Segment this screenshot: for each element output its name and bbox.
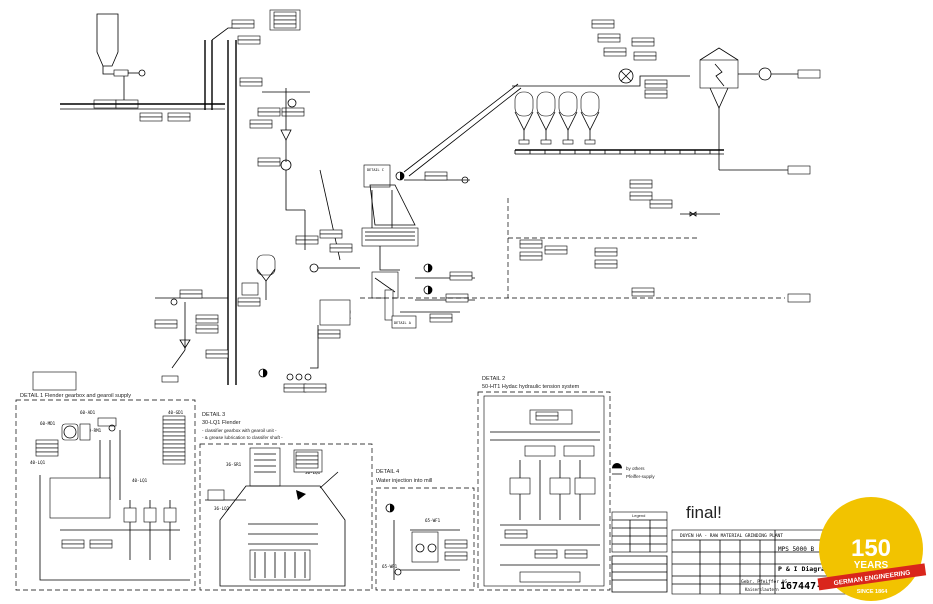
detail-3-line3: - classifier gearbox with gearoil unit -: [202, 428, 277, 433]
detail-2: DETAIL 2 50-HT1 Hydac hydraulic tension …: [477, 376, 611, 591]
tag-36-lq2: 36-LQ2: [214, 506, 230, 511]
mill-right-instruments: [395, 171, 475, 323]
mid-right-cluster: [360, 179, 811, 303]
duct-to-filter: [403, 83, 519, 173]
tag-65-wp1: 65-WP1: [382, 564, 398, 569]
anniversary-badge: 150 YEARS GERMAN ENGINEERING SINCE 1864: [817, 497, 927, 601]
fan-and-stack: [588, 19, 821, 175]
detail-3-line2: 30-LQ1 Flender: [202, 420, 241, 426]
pi-diagram-label: P & I Diagra: [778, 565, 825, 573]
left-stack: [154, 289, 229, 383]
tag-40-gd1: 40-GD1: [168, 410, 184, 415]
feed-hopper: [93, 13, 146, 109]
bag-filter: [512, 85, 724, 155]
detail-3-line1: DETAIL 3: [202, 412, 225, 418]
detail-3: DETAIL 3 30-LQ1 Flender - classifier gea…: [199, 412, 373, 591]
mps-label: MPS 5000 B: [778, 546, 815, 553]
tag-40-lq1-left: 40-LQ1: [30, 460, 46, 465]
detail-4-line1: DETAIL 4: [376, 469, 399, 475]
tag-60-ad1: 60-AD1: [80, 410, 96, 415]
company-name: Gebr. Pfeiffer AG: [741, 579, 787, 585]
tag-60-rm1: 60-RM1: [86, 428, 102, 433]
tag-40-lq1-mid: 40-LQ1: [132, 478, 148, 483]
legend-title: Legend: [632, 513, 645, 518]
detail-a-label: DETAIL A: [394, 321, 412, 325]
badge-line2: SINCE 1864: [857, 589, 889, 595]
detail-2-line1: DETAIL 2: [482, 376, 505, 382]
upper-cluster: [239, 9, 310, 211]
tag-30-lq1: 30-LQ1: [305, 470, 321, 475]
detail-1-title: DETAIL 1 Flender gearbox and gearoil sup…: [20, 393, 131, 399]
bottom-centre-valves: [258, 325, 327, 393]
detail-1: DETAIL 1 Flender gearbox and gearoil sup…: [15, 371, 196, 591]
tag-65-wf1: 65-WF1: [425, 518, 441, 523]
company-city: Kaiserslautern: [745, 587, 779, 592]
detail-3-line4: - & grease lubrication to classifer shaf…: [202, 435, 283, 440]
detail-c-label: DETAIL C: [367, 168, 384, 172]
process-area: DETAIL C DETAIL A: [60, 9, 821, 393]
badge-years: YEARS: [854, 560, 889, 571]
project-title: DUYEN HA - RAW MATERIAL GRINDING PLANT: [680, 533, 783, 539]
drawing-number: 167447-: [780, 581, 822, 592]
by-others-label: by others: [626, 466, 645, 471]
badge-number: 150: [851, 535, 891, 562]
tag-36-sr1: 36-SR1: [226, 462, 242, 467]
tag-60-md1: 60-MD1: [40, 421, 56, 426]
detail-4-line2: Water injection into mill: [376, 478, 432, 484]
legend: by others Pfeiffer-supply Legend: [611, 463, 668, 593]
detail-4: DETAIL 4 Water injection into mill 65-WF…: [375, 469, 475, 591]
pfeiffer-supply-label: Pfeiffer-supply: [626, 474, 655, 479]
mill: DETAIL C DETAIL A: [361, 164, 419, 329]
middle-left-cluster: [237, 210, 360, 339]
final-stamp: final!: [686, 503, 722, 522]
bucket-elevator: [204, 40, 213, 110]
detail-2-line2: 50-HT1 Hydac hydraulic tension system: [482, 384, 580, 390]
